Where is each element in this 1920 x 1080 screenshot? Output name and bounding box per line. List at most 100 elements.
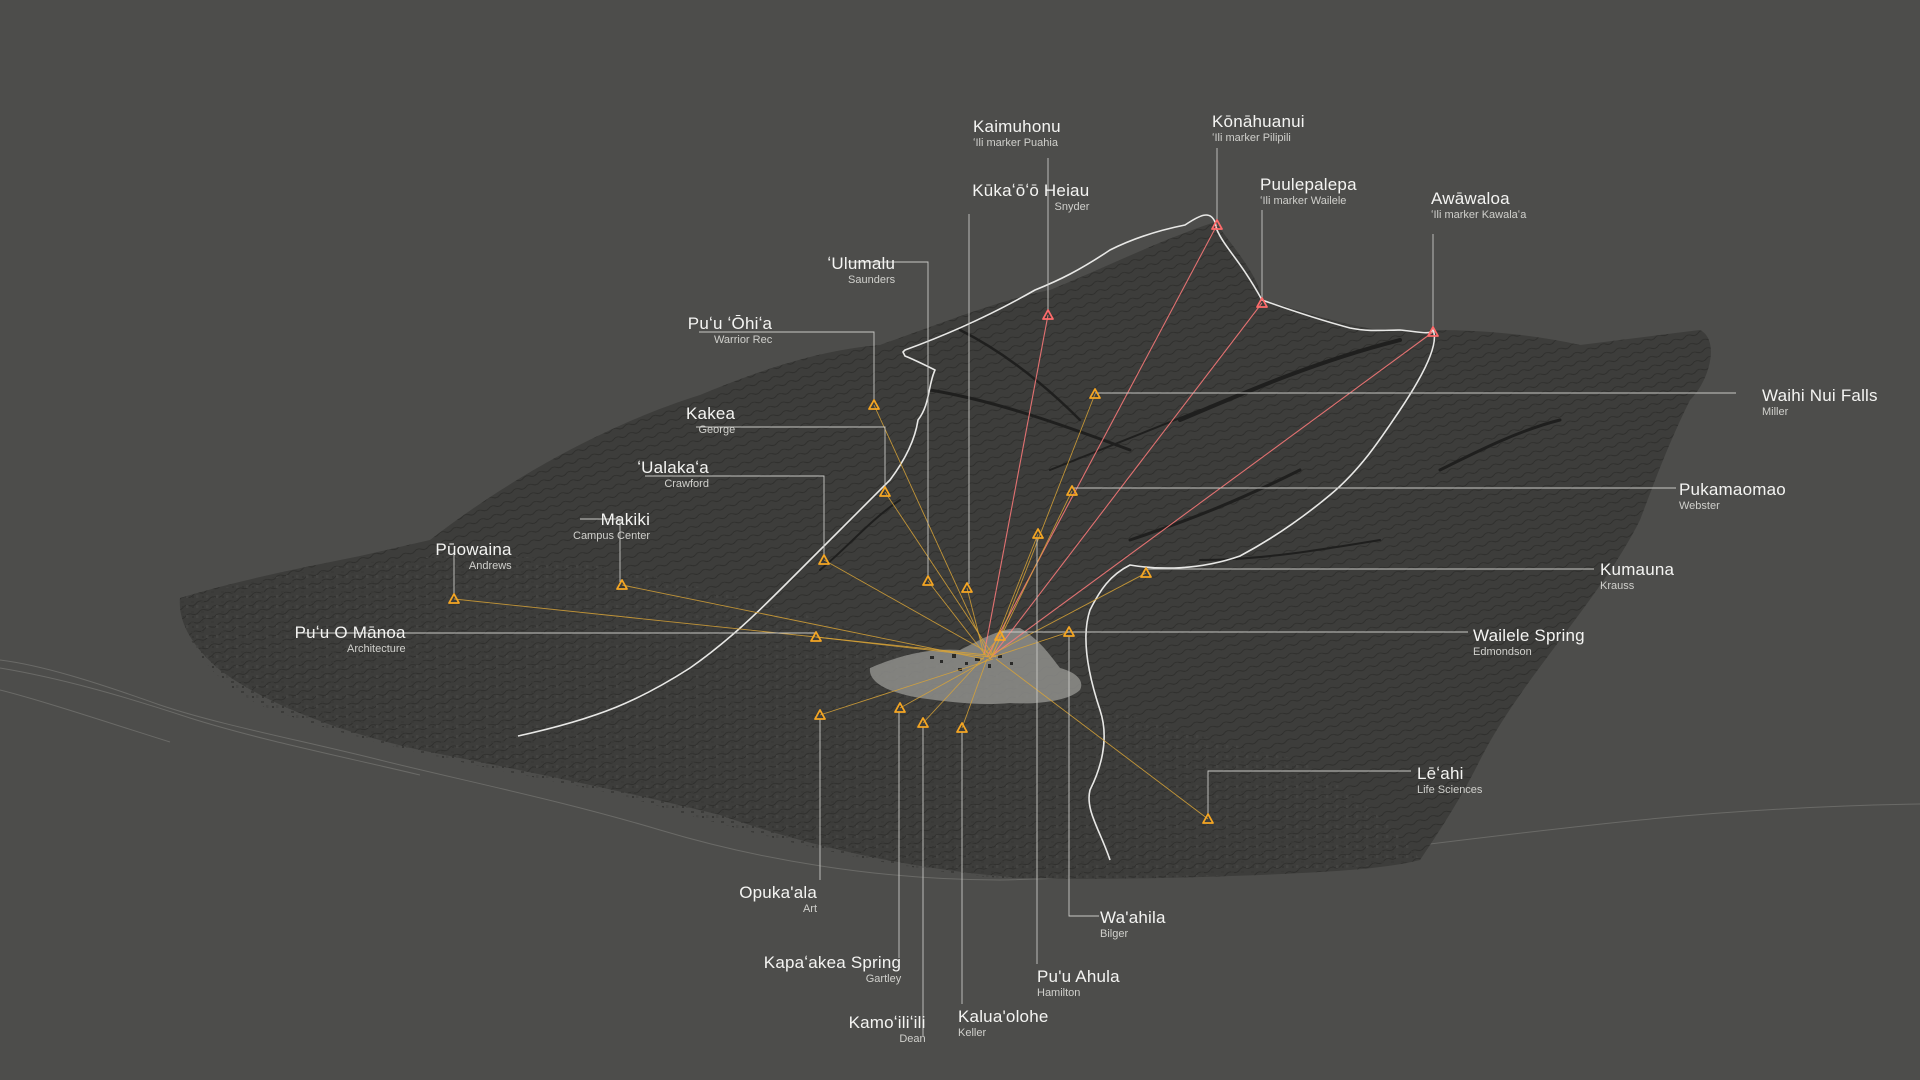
ray-kalua-olohe — [961, 658, 988, 729]
ridge-marker-puulepalepa[interactable] — [1256, 297, 1268, 308]
site-name: Puulepalepa — [1260, 175, 1357, 194]
ray-kamo-ili-ili — [922, 656, 985, 724]
site-subtitle: Crawford — [664, 478, 709, 490]
campus-marker-pu-u-o-ma-noa[interactable] — [810, 631, 822, 642]
leader-ulumalu — [848, 261, 929, 578]
campus-marker-ulumalu[interactable] — [922, 575, 934, 586]
site-name: Kaimuhonu — [973, 117, 1061, 136]
leader-lines — [299, 148, 1736, 1036]
campus-marker-ku-ka-o-o-heiau[interactable] — [961, 582, 973, 593]
site-subtitle: Snyder — [1054, 201, 1090, 213]
campus-marker-ualaka-a[interactable] — [818, 554, 830, 565]
ray-pukamaomao — [989, 490, 1073, 660]
campus-marker-opuka-ala[interactable] — [814, 709, 826, 720]
site-subtitle: Saunders — [848, 274, 896, 286]
ray-ualaka-a — [823, 559, 997, 658]
site-subtitle: Life Sciences — [1417, 784, 1483, 796]
watershed-boundary — [517, 214, 1436, 861]
campus-marker-wailele-spring[interactable] — [994, 630, 1006, 641]
site-name: ʻUlumalu — [827, 254, 896, 273]
campus-marker-kamo-ili-ili[interactable] — [917, 717, 929, 728]
site-subtitle: Campus Center — [573, 530, 651, 542]
ray-waihi-nui-falls — [992, 393, 1096, 656]
campus-marker-wa-ahila[interactable] — [1063, 626, 1075, 637]
site-name: Puʻu O Mānoa — [294, 623, 406, 642]
campus-marker-pu-owaina[interactable] — [448, 593, 460, 604]
campus-marker-le-ahi[interactable] — [1202, 813, 1214, 824]
leader-kakea — [696, 426, 886, 489]
site-name: Pūowaina — [435, 540, 512, 559]
site-name: Kōnāhuanui — [1212, 112, 1305, 131]
campus-marker-kalua-olohe[interactable] — [956, 722, 968, 733]
leader-le-ahi — [1207, 770, 1411, 815]
leader-wa-ahila — [1068, 636, 1099, 917]
ray-lines — [453, 224, 1434, 820]
ray-wa-ahila — [992, 631, 1070, 658]
campus-marker-pu-u-ahula[interactable] — [1032, 528, 1044, 539]
ray-ulumalu — [927, 580, 988, 658]
site-name: Kakea — [686, 404, 736, 423]
site-subtitle: Architecture — [346, 643, 406, 655]
site-subtitle: ʻIli marker Puahia — [973, 137, 1058, 149]
site-subtitle: Bilger — [1100, 928, 1129, 940]
campus-marker-pukamaomao[interactable] — [1066, 485, 1078, 496]
ridge-marker-ko-na-huanui[interactable] — [1211, 219, 1223, 230]
site-name: Kūkaʻōʻō Heiau — [972, 181, 1090, 200]
site-subtitle: ʻIli marker Kawalaʻa — [1431, 209, 1527, 221]
ray-kumauna — [986, 572, 1147, 658]
ray-pu-owaina — [453, 598, 988, 656]
campus-marker-makiki[interactable] — [616, 579, 628, 590]
ray-kapa-akea-spring — [899, 654, 997, 709]
site-subtitle: Krauss — [1600, 580, 1635, 592]
campus-marker-kumauna[interactable] — [1140, 567, 1152, 578]
ray-puulepalepa — [989, 302, 1263, 660]
site-name: Kumauna — [1600, 560, 1675, 579]
site-name: ʻUalakaʻa — [637, 458, 709, 477]
site-name: Waihi Nui Falls — [1762, 386, 1878, 405]
ridge-marker-kaimuhonu[interactable] — [1042, 309, 1054, 320]
leader-ualaka-a — [645, 475, 825, 557]
leader-pu-u-o-hi-a — [699, 331, 875, 402]
ridge-marker-awa-waloa[interactable] — [1427, 326, 1439, 337]
campus-marker-waihi-nui-falls[interactable] — [1089, 388, 1101, 399]
site-name: Wa'ahila — [1100, 908, 1166, 927]
campus-marker-kakea[interactable] — [879, 486, 891, 497]
site-subtitle: Hamilton — [1037, 987, 1081, 999]
site-name: Awāwaloa — [1431, 189, 1510, 208]
site-name: Makiki — [600, 510, 651, 529]
site-subtitle: Andrews — [468, 560, 512, 572]
campus-marker-pu-u-o-hi-a[interactable] — [868, 399, 880, 410]
campus-marker-kapa-akea-spring[interactable] — [894, 702, 906, 713]
site-subtitle: Gartley — [865, 973, 902, 985]
site-name: Opuka'ala — [739, 883, 818, 902]
ray-awa-waloa — [992, 331, 1434, 656]
site-subtitle: Edmondson — [1473, 646, 1532, 658]
site-subtitle: ʻIli marker Wailele — [1260, 195, 1347, 207]
leader-makiki — [580, 518, 621, 582]
ray-opuka-ala — [819, 658, 994, 716]
site-name: Puʻu ʻŌhiʻa — [687, 314, 773, 333]
